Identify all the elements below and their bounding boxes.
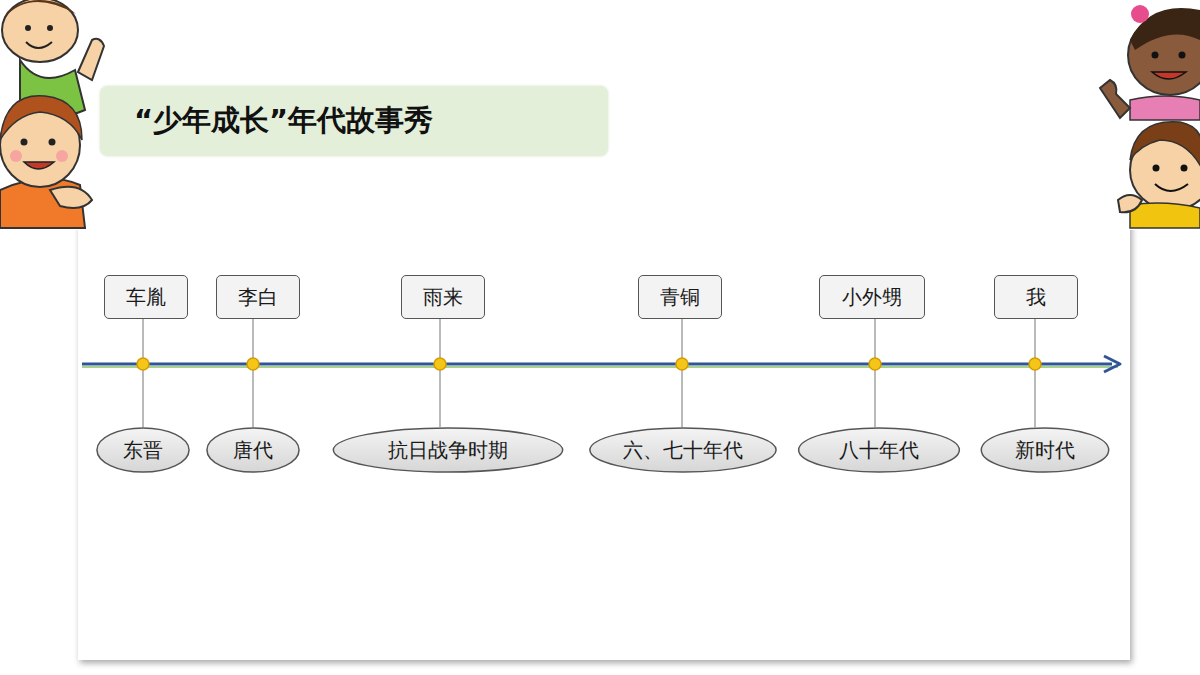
name-label: 我 <box>1026 284 1046 311</box>
leader-connector <box>874 319 875 427</box>
timeline-axis <box>82 363 1112 366</box>
name-label: 青铜 <box>660 284 700 311</box>
era-ellipse: 新时代 <box>980 427 1110 473</box>
name-label: 雨来 <box>423 284 463 311</box>
era-ellipse: 八十年代 <box>797 427 961 473</box>
timeline-dot <box>1029 358 1041 370</box>
title-banner: “少年成长”年代故事秀 <box>100 86 608 156</box>
name-box: 车胤 <box>104 275 188 319</box>
cartoon-kids-left <box>0 0 104 230</box>
leader-connector <box>252 319 253 427</box>
leader-connector <box>439 319 440 427</box>
page-panel <box>78 0 1130 660</box>
era-label: 抗日战争时期 <box>388 437 508 464</box>
timeline-dot <box>869 358 881 370</box>
axis-arrowhead <box>1104 356 1120 372</box>
cartoon-kids-right <box>1100 0 1200 230</box>
leader-connector <box>681 319 682 427</box>
era-ellipse: 六、七十年代 <box>588 427 778 473</box>
name-box: 青铜 <box>638 275 722 319</box>
name-label: 李白 <box>238 284 278 311</box>
name-box: 雨来 <box>401 275 485 319</box>
era-label: 唐代 <box>233 437 273 464</box>
era-ellipse: 唐代 <box>206 427 300 473</box>
leader-connector <box>142 319 143 427</box>
name-label: 小外甥 <box>842 284 902 311</box>
era-ellipse: 东晋 <box>96 427 190 473</box>
name-box: 我 <box>994 275 1078 319</box>
era-label: 六、七十年代 <box>623 437 743 464</box>
name-box: 李白 <box>216 275 300 319</box>
era-label: 新时代 <box>1015 437 1075 464</box>
timeline-dot <box>676 358 688 370</box>
timeline-dot <box>137 358 149 370</box>
leader-connector <box>1034 319 1035 427</box>
timeline-dot <box>434 358 446 370</box>
name-box: 小外甥 <box>819 275 925 319</box>
axis-shadow <box>82 366 1118 368</box>
name-label: 车胤 <box>126 284 166 311</box>
era-ellipse: 抗日战争时期 <box>331 427 565 473</box>
title-text: “少年成长”年代故事秀 <box>134 101 433 141</box>
timeline-dot <box>247 358 259 370</box>
era-label: 八十年代 <box>839 437 919 464</box>
era-label: 东晋 <box>123 437 163 464</box>
